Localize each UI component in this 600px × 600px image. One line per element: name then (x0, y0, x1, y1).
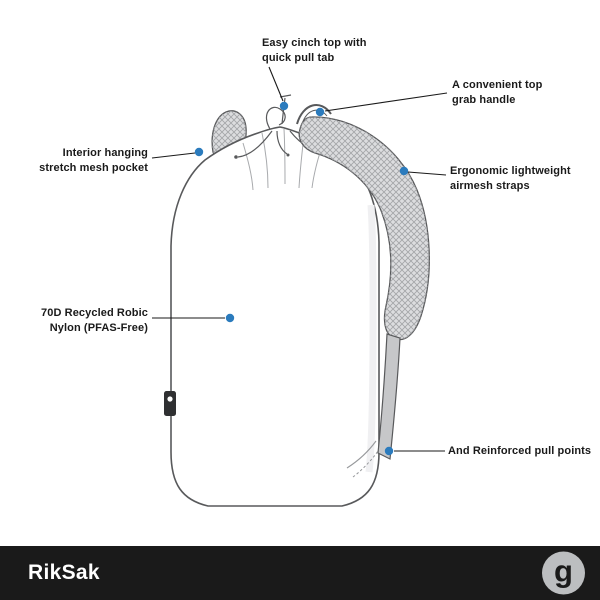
dot-grab-handle (315, 107, 325, 117)
callout-grab-handle: A convenient top grab handle (452, 79, 543, 106)
dot-pull-points (384, 446, 394, 456)
right-airmesh-strap (298, 116, 430, 341)
body-shading (365, 204, 377, 473)
callout-leader-lines (151, 66, 448, 452)
brand-logo: g (542, 551, 585, 595)
strap-webbing (377, 333, 401, 460)
logo-letter: g (554, 553, 573, 589)
leader-mesh-pocket (151, 152, 196, 159)
dot-robic-nylon (225, 313, 235, 323)
callout-cinch-top: Easy cinch top with quick pull tab (262, 37, 367, 64)
backpack-body (170, 126, 380, 507)
callout-airmesh-straps: Ergonomic lightweight airmesh straps (450, 165, 571, 192)
dot-cinch-top (279, 101, 289, 111)
fabric-pleat-lines (242, 128, 324, 191)
leader-airmesh-straps (407, 171, 447, 176)
dot-mesh-pocket (194, 147, 204, 157)
leader-grab-handle (324, 92, 448, 112)
reinforced-pull-point (346, 440, 379, 478)
brand-tag (164, 391, 176, 416)
callout-robic-nylon: 70D Recycled Robic Nylon (PFAS-Free) (41, 307, 148, 334)
callout-dots (194, 101, 409, 456)
callout-pull-points: And Reinforced pull points (448, 445, 592, 457)
dot-airmesh-straps (399, 166, 409, 176)
product-name: RikSak (28, 561, 100, 584)
footer-bar: RikSak g (0, 546, 600, 600)
leader-cinch-top (268, 66, 284, 102)
callout-mesh-pocket: Interior hanging stretch mesh pocket (39, 147, 148, 174)
